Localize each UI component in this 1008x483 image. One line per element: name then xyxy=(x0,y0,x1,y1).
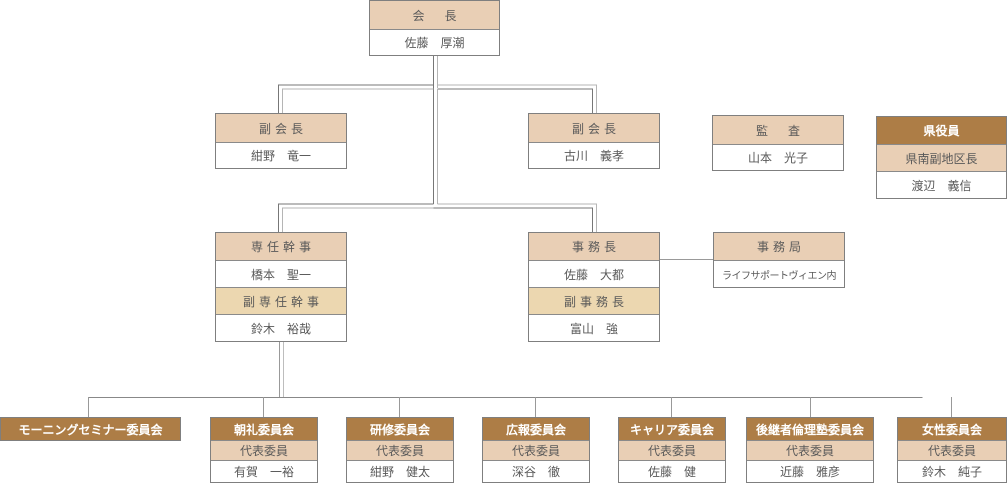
vice-president-box-left: 副会長 紺野 竜一 xyxy=(215,113,347,169)
prefecture-officer-header: 県役員 xyxy=(877,117,1006,144)
committee-box-career: キャリア委員会 代表委員 佐藤 健 xyxy=(618,417,726,483)
committee-role: 代表委員 xyxy=(619,440,725,460)
chief-secretary-box: 専任幹事 橋本 聖一 副専任幹事 鈴木 裕哉 xyxy=(215,232,347,342)
connector-chief-secretary xyxy=(278,203,434,232)
committee-box-morning-assembly: 朝礼委員会 代表委員 有賀 一裕 xyxy=(210,417,318,483)
committee-member: 深谷 徹 xyxy=(483,460,589,482)
committee-name: 女性委員会 xyxy=(898,418,1006,440)
president-title: 会 長 xyxy=(370,1,499,29)
committee-role: 代表委員 xyxy=(898,440,1006,460)
prefecture-officer-name: 渡辺 義信 xyxy=(877,171,1006,198)
committee-name: 広報委員会 xyxy=(483,418,589,440)
committee-name: キャリア委員会 xyxy=(619,418,725,440)
secretary-general-title: 事務長 xyxy=(529,233,659,260)
connector-secretary-general xyxy=(437,203,597,232)
vice-president-name: 紺野 竜一 xyxy=(216,142,346,168)
chief-secretary-name: 橋本 聖一 xyxy=(216,260,346,287)
connector-vp-left xyxy=(278,84,434,113)
committee-role: 代表委員 xyxy=(483,440,589,460)
secretary-general-name: 佐藤 大都 xyxy=(529,260,659,287)
committee-member: 鈴木 純子 xyxy=(898,460,1006,482)
connector-vp-right xyxy=(437,84,597,113)
chief-secretary-title: 専任幹事 xyxy=(216,233,346,260)
prefecture-officer-box: 県役員 県南副地区長 渡辺 義信 xyxy=(876,116,1007,199)
committee-member: 紺野 健太 xyxy=(347,460,453,482)
deputy-chief-secretary-name: 鈴木 裕哉 xyxy=(216,314,346,341)
committee-box-successor-ethics: 後継者倫理塾委員会 代表委員 近藤 雅彦 xyxy=(746,417,874,483)
committee-name: 後継者倫理塾委員会 xyxy=(747,418,873,440)
secretary-general-box: 事務長 佐藤 大都 副事務長 富山 強 xyxy=(528,232,660,342)
committee-name: 朝礼委員会 xyxy=(211,418,317,440)
deputy-chief-secretary-title: 副専任幹事 xyxy=(216,287,346,314)
vice-president-box-right: 副会長 古川 義孝 xyxy=(528,113,660,169)
president-box: 会 長 佐藤 厚潮 xyxy=(369,0,500,56)
secretariat-location: ライフサポートヴィエン内 xyxy=(714,260,844,287)
committee-member: 佐藤 健 xyxy=(619,460,725,482)
secretariat-title: 事務局 xyxy=(714,233,844,260)
committee-box-women: 女性委員会 代表委員 鈴木 純子 xyxy=(897,417,1007,483)
secretariat-box: 事務局 ライフサポートヴィエン内 xyxy=(713,232,845,288)
committee-role: 代表委員 xyxy=(747,440,873,460)
auditor-name: 山本 光子 xyxy=(713,144,843,170)
auditor-title: 監 査 xyxy=(713,116,843,144)
committee-box-public-relations: 広報委員会 代表委員 深谷 徹 xyxy=(482,417,590,483)
committee-box-training: 研修委員会 代表委員 紺野 健太 xyxy=(346,417,454,483)
deputy-secretary-general-name: 富山 強 xyxy=(529,314,659,341)
committee-name: 研修委員会 xyxy=(347,418,453,440)
prefecture-officer-title: 県南副地区長 xyxy=(877,144,1006,171)
committee-member: 近藤 雅彦 xyxy=(747,460,873,482)
committee-role: 代表委員 xyxy=(347,440,453,460)
vice-president-title: 副会長 xyxy=(529,114,659,142)
president-name: 佐藤 厚潮 xyxy=(370,29,499,55)
committee-role: 代表委員 xyxy=(211,440,317,460)
auditor-box: 監 査 山本 光子 xyxy=(712,115,844,171)
committee-name: モーニングセミナー委員会 xyxy=(1,418,180,440)
deputy-secretary-general-title: 副事務長 xyxy=(529,287,659,314)
vice-president-title: 副会長 xyxy=(216,114,346,142)
vice-president-name: 古川 義孝 xyxy=(529,142,659,168)
committee-box-morning-seminar: モーニングセミナー委員会 xyxy=(0,417,181,441)
committee-member: 有賀 一裕 xyxy=(211,460,317,482)
